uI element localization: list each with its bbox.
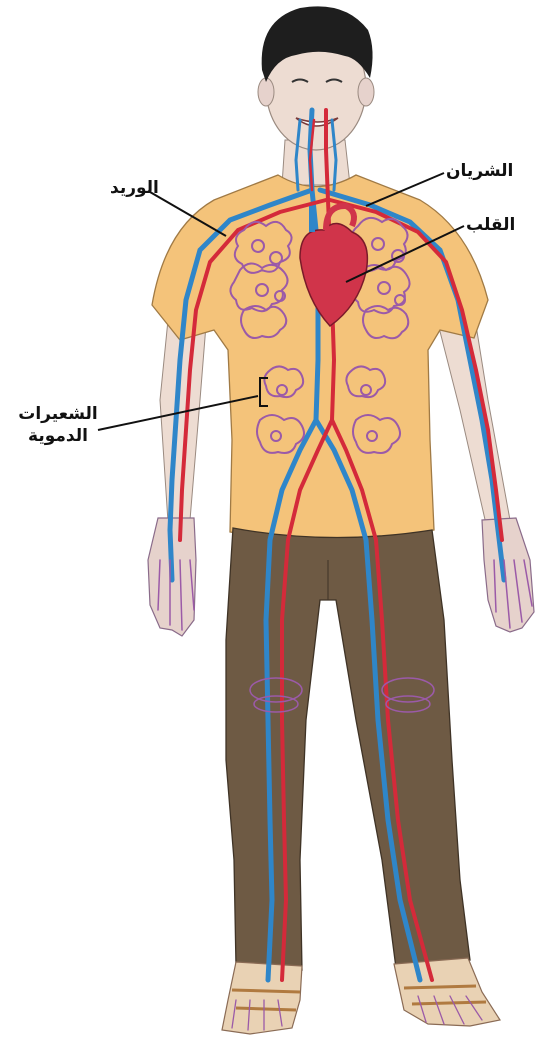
vein-label: الوريد [110,177,159,199]
capillaries-label-line2: الدموية [6,425,110,447]
pants [226,528,470,970]
artery-label: الشريان [446,160,513,182]
left-foot [394,958,500,1026]
right-foot [222,962,302,1034]
right-ear [258,78,274,106]
left-ear [358,78,374,106]
heart-label: القلب [466,214,515,236]
capillaries-label-line1: الشعيرات [6,403,110,425]
capillaries-label: الشعيرات الدموية [6,403,110,447]
